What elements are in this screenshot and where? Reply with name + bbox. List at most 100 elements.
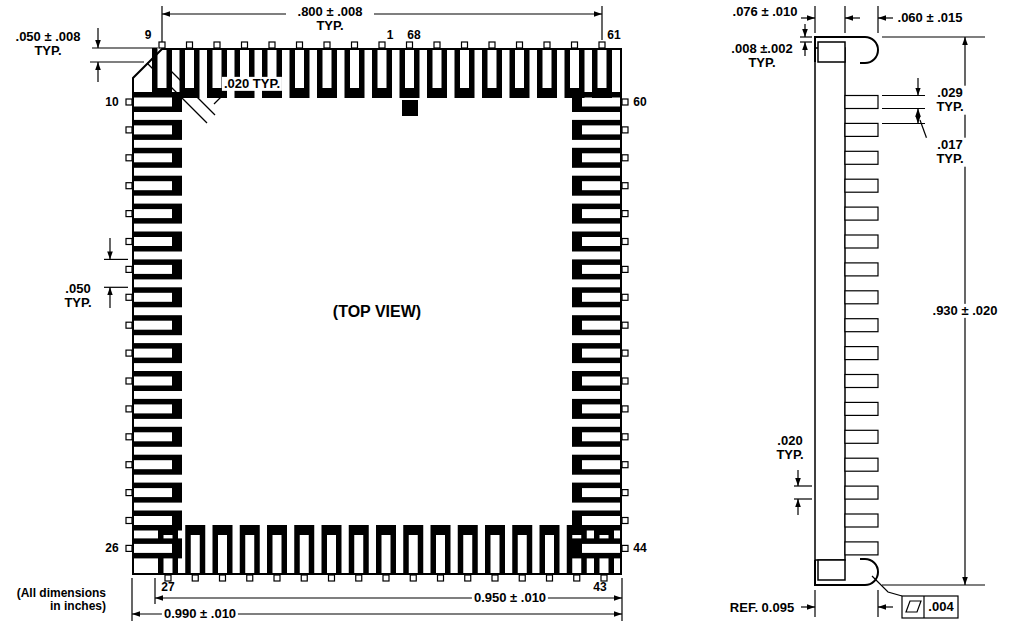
view-title: (TOP VIEW) [333,303,421,321]
pad-tab [438,575,444,581]
pad [400,42,420,98]
pad-tab [622,406,628,412]
pad-slot [582,460,622,469]
dimension-label: 0.990 ± .010 [162,607,238,621]
pad-metal [572,148,622,168]
pad [126,176,182,196]
pad [540,525,560,581]
pad-metal [132,148,182,168]
pin-number: 1 [385,29,396,41]
pad-slot [378,48,387,88]
pad [572,259,628,279]
pad-tab [622,127,628,133]
pad [485,525,505,581]
pad [572,483,628,503]
dimension-label: .050 TYP. [54,282,102,311]
pad-tab [242,42,248,48]
pad-tab [622,183,628,189]
pad-slot [218,535,227,575]
outline-path [133,49,621,574]
pad-metal [240,525,260,575]
extension-line [90,47,158,48]
pad [126,315,182,335]
extension-line [844,6,845,33]
pad-tab [622,294,628,300]
extension-line [800,36,812,37]
pad [349,525,369,581]
side-pin [845,458,878,471]
pad-metal [572,427,622,447]
extension-line [104,259,128,260]
pad [317,42,337,98]
pad-slot [132,237,172,246]
pad-tab [214,42,220,48]
pad-tab [574,575,580,581]
pad-tab [489,42,495,48]
dimension-label: .060 ± .015 [896,11,965,25]
frame-divider [923,596,924,618]
pad-metal [290,48,310,98]
pad-slot [582,516,622,525]
pad-slot [132,293,172,302]
note-text: (All dimensions in inches) [4,587,108,613]
pad-slot [213,48,222,88]
pad-metal [540,525,560,575]
pad-tab [329,575,335,581]
pad-tab [622,350,628,356]
pad-metal [592,48,612,98]
flatness-symbol [906,601,921,612]
pad-metal [572,371,622,391]
pad-slot [295,48,304,88]
pin-number: 27 [159,581,176,593]
pad-tab [126,434,132,440]
dimension-label: REF. 0.095 [728,601,796,615]
pad [185,525,205,581]
side-pin [845,402,878,415]
dimension-arrow [917,78,918,96]
pad-metal [322,525,342,575]
extension-line [882,36,985,37]
pad-slot [273,535,282,575]
pad-tab [159,42,165,48]
pad-metal [213,525,233,575]
pad [126,455,182,475]
pad-slot [582,153,622,162]
package-body: (TOP VIEW) [132,48,622,575]
pad-metal [510,48,530,98]
extension-line [794,498,812,499]
pad [126,427,182,447]
pad-metal [132,92,182,112]
pad-slot [300,535,309,575]
pad-tab [622,518,628,524]
frame-box [902,596,958,618]
pad-slot [185,48,194,88]
side-pins [845,96,878,555]
pad-slot [132,98,172,107]
side-pin [845,319,878,332]
pad-tab [126,406,132,412]
pad-slot [327,535,336,575]
pad-tab [297,42,303,48]
pad-tab [465,575,471,581]
pad-tab [352,42,358,48]
pad-metal [376,525,396,575]
pad [537,42,557,98]
pad-slot [132,321,172,330]
pad-metal [372,48,392,98]
pad-slot [582,377,622,386]
pad-slot [582,181,622,190]
pad-slot [323,48,332,88]
side-pin [845,347,878,360]
pad-slot [582,209,622,218]
pad-tab [622,266,628,272]
pad-metal [400,48,420,98]
pad-tab [126,545,132,551]
pad-tab [622,434,628,440]
dimension-arrow [109,287,110,308]
pad-metal [132,538,182,558]
pad-tab [622,211,628,217]
pin-number: 9 [143,29,154,41]
pad-tab [622,462,628,468]
pad-slot [382,535,391,575]
side-cap [815,37,878,63]
